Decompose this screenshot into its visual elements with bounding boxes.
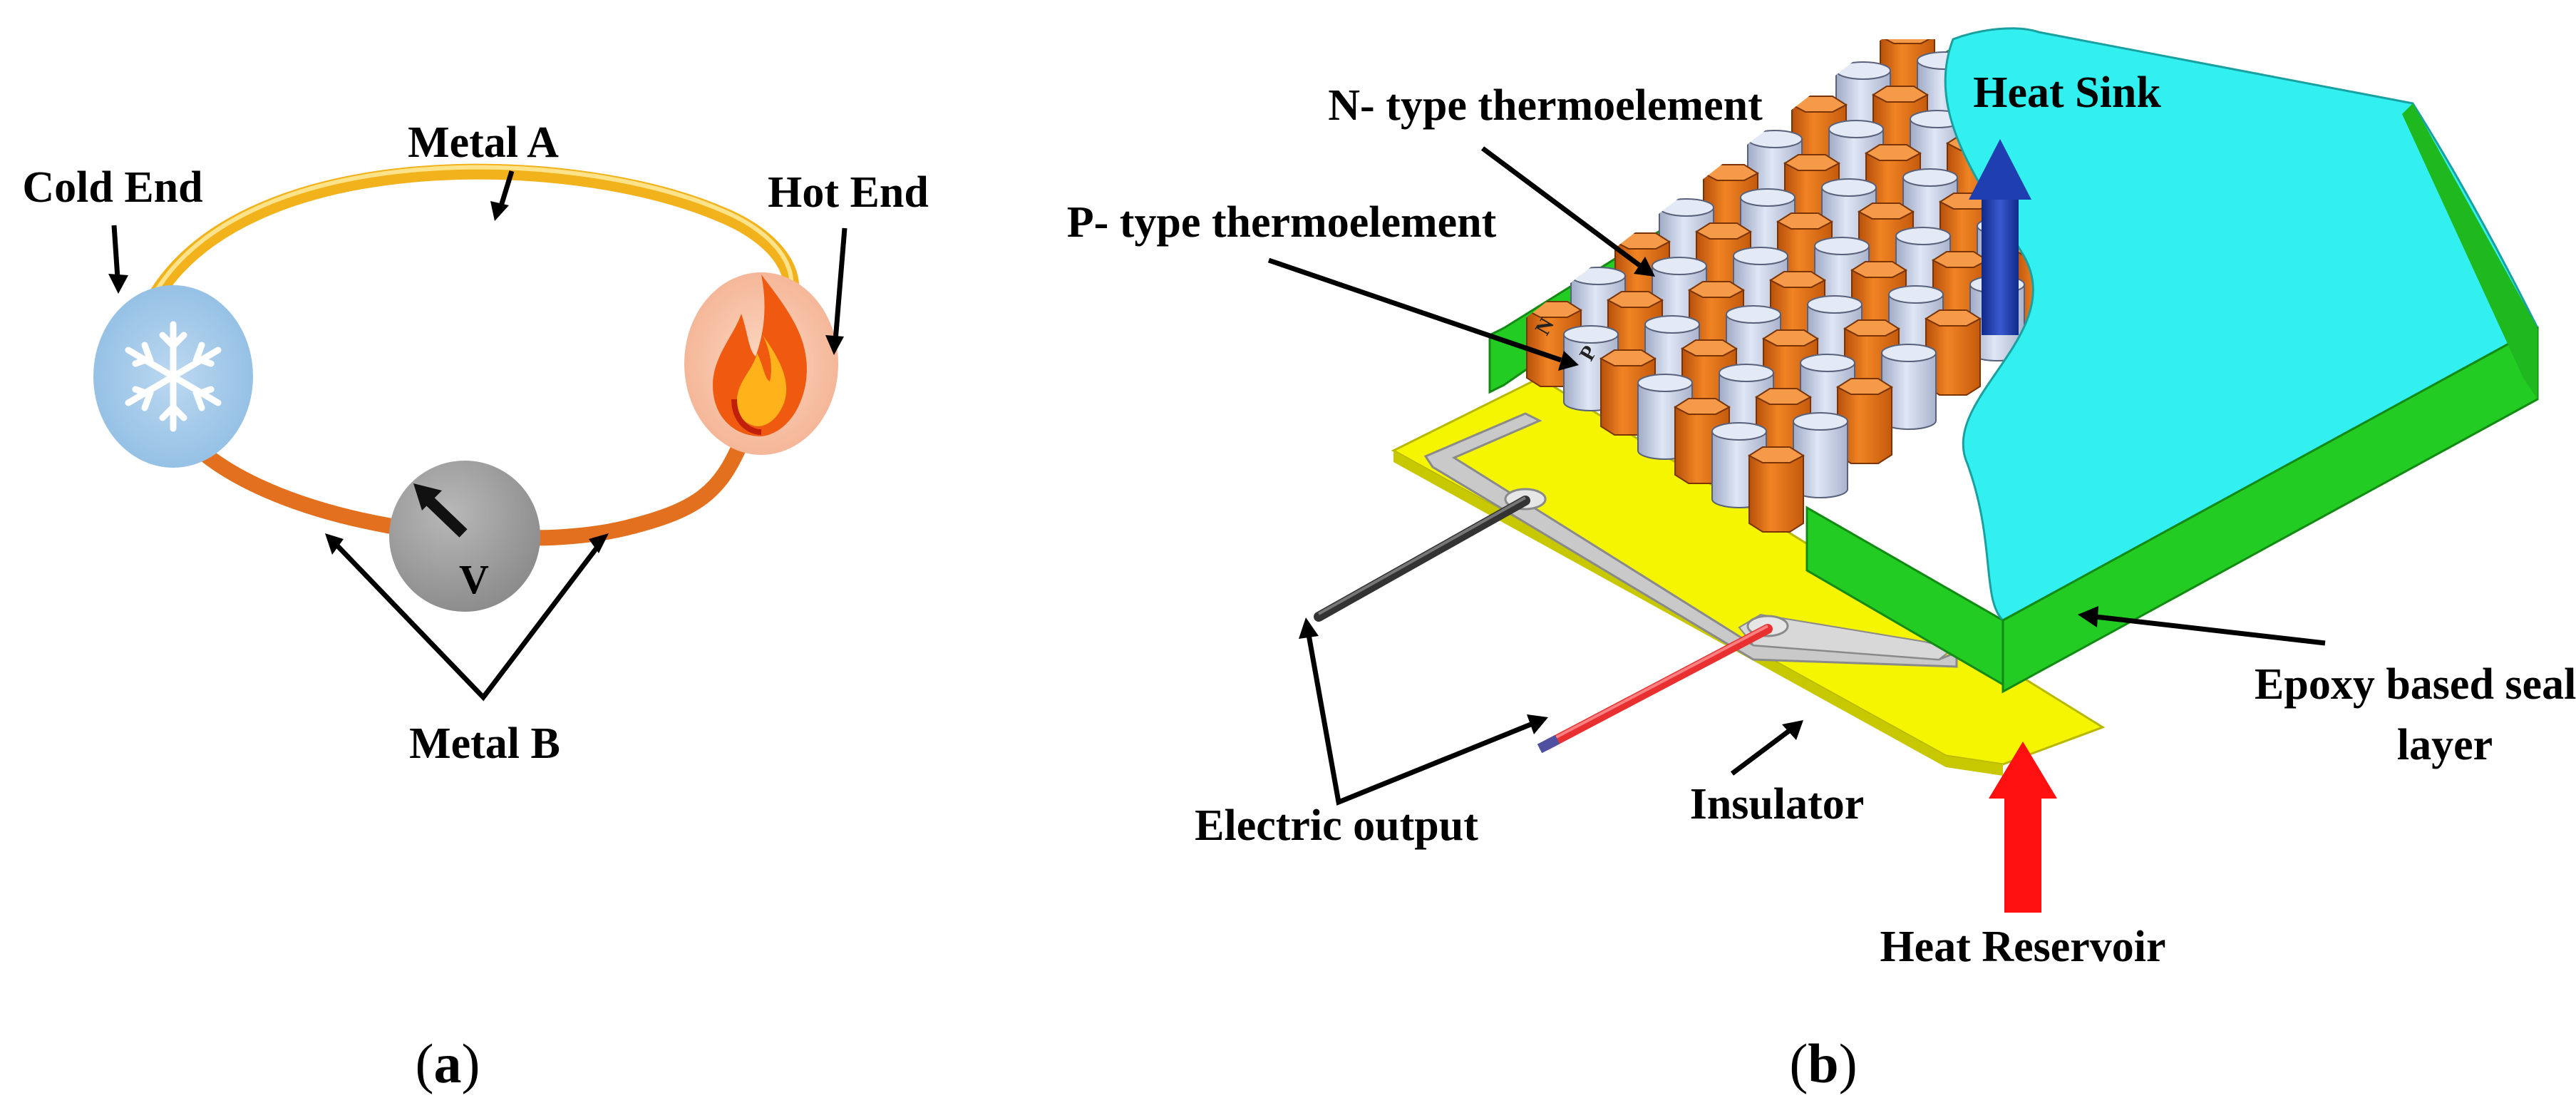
metal-b-label: Metal B bbox=[409, 719, 560, 768]
voltmeter-label: V bbox=[459, 556, 489, 602]
n-type-element bbox=[1836, 378, 1893, 464]
epoxy-label-line1: Epoxy based sealing bbox=[2255, 660, 2576, 709]
heat-sink-arrow bbox=[1969, 139, 2031, 335]
heat-reservoir-label: Heat Reservoir bbox=[1880, 923, 2165, 971]
voltmeter-needle-icon bbox=[413, 483, 468, 538]
epoxy-label-line2: layer bbox=[2397, 721, 2493, 769]
n-type-element bbox=[1748, 446, 1805, 533]
panel-a: V Metal A Cold End Hot End Metal B (a) bbox=[22, 118, 929, 1094]
caption-b: (b) bbox=[1789, 1032, 1857, 1094]
snowflake-icon bbox=[125, 321, 222, 432]
cold-end-label: Cold End bbox=[22, 163, 202, 212]
p-type-label: P- type thermoelement bbox=[1067, 198, 1497, 247]
panel-a-pointers bbox=[111, 170, 847, 702]
n-type-label: N- type thermoelement bbox=[1328, 81, 1763, 130]
hot-end-label: Hot End bbox=[768, 168, 929, 217]
panel-b-pointers bbox=[1267, 146, 2326, 806]
metal-b-wire bbox=[170, 420, 749, 546]
electric-output-label: Electric output bbox=[1195, 801, 1478, 850]
black-wire bbox=[1314, 496, 1530, 622]
insulator-label: Insulator bbox=[1690, 780, 1865, 828]
flame-icon bbox=[713, 275, 807, 436]
metal-a-label: Metal A bbox=[408, 118, 559, 167]
heat-sink-label: Heat Sink bbox=[1973, 68, 2161, 117]
panel-b: N P N- type thermoelement P- type thermo… bbox=[1067, 27, 2576, 1094]
red-wire bbox=[1540, 624, 1773, 751]
insulator bbox=[1423, 412, 1958, 668]
panel-a-arrowheads bbox=[108, 201, 844, 555]
n-type-element bbox=[1925, 309, 1982, 396]
metal-a-wire bbox=[142, 163, 800, 343]
panel-b-arrowheads bbox=[1299, 257, 2098, 740]
caption-a: (a) bbox=[416, 1032, 480, 1094]
thermoelement-array bbox=[1525, 39, 2034, 533]
heat-reservoir-arrow bbox=[1989, 742, 2057, 913]
p-type-element bbox=[1881, 344, 1937, 430]
